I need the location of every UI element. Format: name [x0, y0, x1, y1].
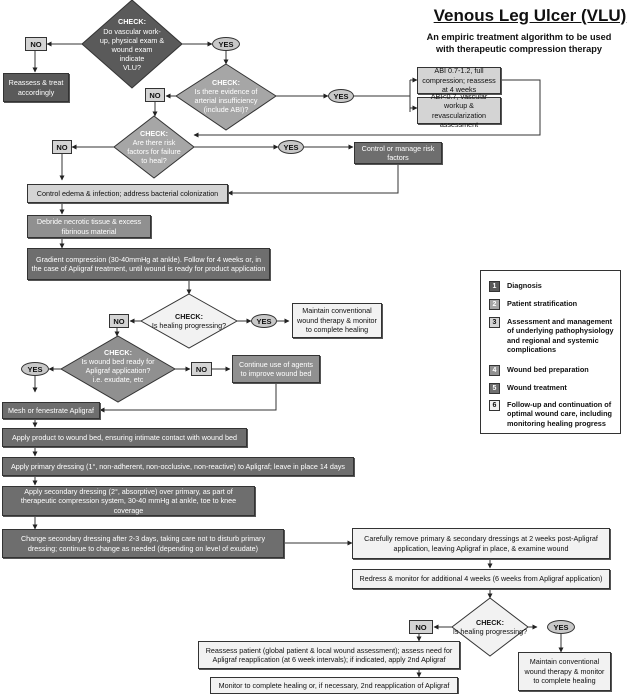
decision-line: Is healing progressing?: [452, 627, 528, 636]
decision-diamond-vlu: [81, 0, 183, 89]
decision-line: i.e. exudate, etc: [92, 375, 144, 385]
remove-dressings-box: Carefully remove primary & secondary dre…: [352, 528, 610, 559]
legend-label: Wound bed preparation: [507, 365, 589, 374]
decision-line: Do vascular work-: [103, 26, 161, 36]
decision-line: Is there evidence of: [194, 86, 258, 96]
legend-label: Wound treatment: [507, 383, 567, 392]
legend-label: Follow-up and continuation of optimal wo…: [507, 400, 612, 428]
legend-item: 1 Diagnosis: [489, 281, 615, 292]
decision-line: factors for failure: [127, 147, 181, 156]
yes-label: YES: [328, 89, 354, 103]
decision-diamond-healing2: [451, 597, 529, 657]
check-label: CHECK:: [212, 77, 240, 87]
decision-line: VLU?: [123, 63, 141, 73]
primary-dressing-box: Apply primary dressing (1°, non-adherent…: [2, 457, 354, 476]
page-title: Venous Leg Ulcer (VLU): [433, 6, 627, 25]
abi-vascular-workup-box: ABI<0.7, vascular workup & revasculariza…: [417, 92, 501, 129]
decision-diamond-risk: [113, 115, 195, 179]
subtitle-line-2: with therapeutic compression therapy: [436, 43, 602, 54]
legend-swatch: 1: [489, 281, 500, 292]
legend-label: Patient stratification: [507, 299, 578, 308]
decision-diamond-woundbed: [60, 335, 176, 403]
decision-line: up, physical exam &: [99, 35, 165, 45]
decision-line: indicate: [119, 54, 145, 64]
decision-line: Is wound bed ready for: [81, 356, 155, 366]
decision-line: Is healing progressing?: [151, 321, 227, 330]
yes-label: YES: [547, 620, 575, 634]
yes-label: YES: [212, 37, 240, 51]
decision-line: Are there risk: [132, 137, 176, 147]
decision-risk-text: CHECK: Are there risk factors for failur…: [119, 125, 189, 169]
page-subtitle: An empiric treatment algorithm to be use…: [410, 32, 628, 55]
gradient-compression-box: Gradient compression (30-40mmHg at ankle…: [27, 248, 270, 280]
apply-product-box: Apply product to wound bed, ensuring int…: [2, 428, 247, 447]
control-risk-factors-box: Control or manage risk factors: [354, 142, 442, 164]
check-label: CHECK:: [175, 311, 203, 321]
no-label: NO: [109, 314, 129, 328]
debride-box: Debride necrotic tissue & excess fibrino…: [27, 215, 151, 238]
redress-monitor-box: Redress & monitor for additional 4 weeks…: [352, 569, 610, 589]
check-label: CHECK:: [476, 617, 504, 627]
legend-item: 2 Patient stratification: [489, 299, 615, 310]
decision-vlu-text: CHECK: Do vascular work- up, physical ex…: [92, 10, 172, 80]
control-edema-box: Control edema & infection; address bacte…: [27, 184, 228, 203]
yes-label: YES: [251, 314, 277, 328]
yes-label: YES: [21, 362, 49, 376]
no-label: NO: [25, 37, 47, 51]
decision-line: arterial insufficiency: [194, 96, 258, 105]
legend-label: Assessment and management of underlying …: [507, 317, 614, 355]
reassess-patient-box: Reassess patient (global patient & local…: [198, 641, 460, 669]
check-label: CHECK:: [104, 347, 132, 357]
legend: 1 Diagnosis 2 Patient stratification 3 A…: [480, 270, 621, 434]
no-label: NO: [409, 620, 433, 634]
change-secondary-box: Change secondary dressing after 2-3 days…: [2, 529, 284, 558]
maintain-therapy-box-2: Maintain conventional wound therapy & mo…: [518, 652, 611, 691]
abi-full-compression-box: ABI 0.7-1.2, full compression; reassess …: [417, 66, 501, 94]
subtitle-line-1: An empiric treatment algorithm to be use…: [426, 32, 612, 42]
yes-label: YES: [278, 140, 304, 154]
legend-swatch: 6: [489, 400, 500, 411]
legend-item: 6 Follow-up and continuation of optimal …: [489, 400, 615, 428]
decision-healing1-text: CHECK: Is healing progressing?: [146, 310, 232, 332]
decision-line: Apligraf application?: [85, 366, 151, 375]
decision-arterial-text: CHECK: Is there evidence of arterial ins…: [186, 74, 266, 118]
check-label: CHECK:: [140, 128, 168, 138]
legend-item: 4 Wound bed preparation: [489, 365, 615, 376]
decision-line: (include ABI)?: [203, 105, 249, 115]
legend-swatch: 5: [489, 383, 500, 394]
legend-label: Diagnosis: [507, 281, 542, 290]
decision-woundbed-text: CHECK: Is wound bed ready for Apligraf a…: [68, 346, 168, 386]
no-label: NO: [52, 140, 72, 154]
legend-swatch: 2: [489, 299, 500, 310]
legend-swatch: 3: [489, 317, 500, 328]
decision-diamond-arterial: [175, 63, 277, 131]
legend-item: 5 Wound treatment: [489, 383, 615, 394]
check-label: CHECK:: [118, 17, 146, 27]
decision-diamond-healing1: [139, 293, 239, 349]
continue-agents-box: Continue use of agents to improve wound …: [232, 355, 320, 383]
secondary-dressing-box: Apply secondary dressing (2°, absorptive…: [2, 486, 255, 516]
legend-item: 3 Assessment and management of underlyin…: [489, 317, 615, 355]
mesh-apligraf-box: Mesh or fenestrate Apligraf: [2, 402, 100, 419]
legend-swatch: 4: [489, 365, 500, 376]
no-label: NO: [191, 362, 212, 376]
reassess-treat-box: Reassess & treat accordingly: [3, 73, 69, 102]
maintain-therapy-box-1: Maintain conventional wound therapy & mo…: [292, 303, 382, 338]
decision-line: wound exam: [111, 45, 153, 54]
no-label: NO: [145, 88, 165, 102]
decision-healing2-text: CHECK: Is healing progressing?: [450, 616, 530, 638]
decision-line: to heal?: [141, 156, 167, 166]
monitor-complete-box: Monitor to complete healing or, if neces…: [210, 677, 458, 694]
